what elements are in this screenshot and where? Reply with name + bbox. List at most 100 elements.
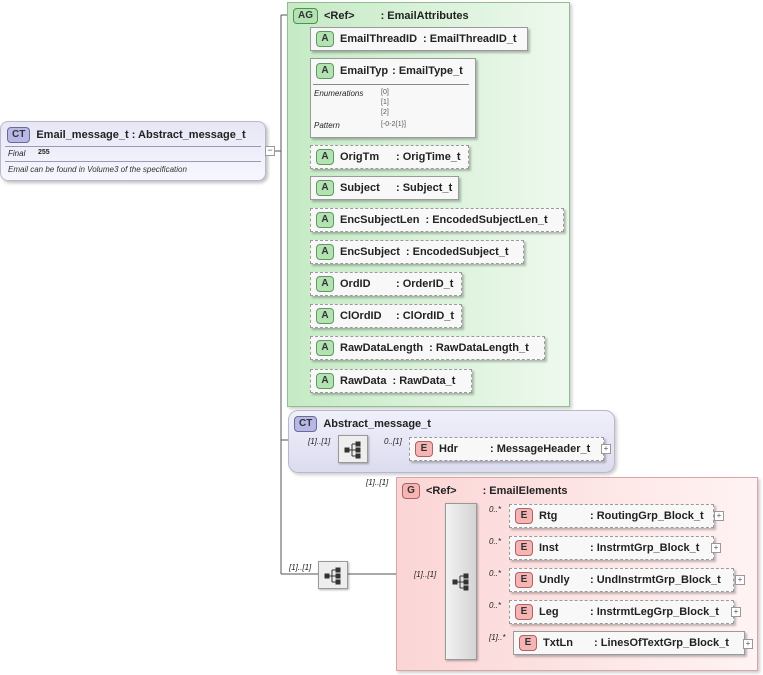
element-icon: E [515,604,533,620]
documentation-text: Email can be found in Volume3 of the spe… [8,165,187,174]
attribute-name: EmailThreadID [340,33,418,45]
complex-type-email-message[interactable]: CT Email_message_t : Abstract_message_t … [0,121,266,181]
cardinality-label: 0..* [489,569,502,578]
cardinality-label: 0..[1] [384,437,402,446]
attribute-name: ClOrdID [340,310,382,322]
element-name: Rtg [539,510,558,522]
attribute-group-header: AG <Ref> : EmailAttributes [293,8,469,24]
attribute-icon: A [316,212,334,228]
enum-value: [1] [381,99,389,106]
attribute-type: : EmailType_t [392,65,463,77]
attribute-type: : Subject_t [396,182,453,194]
attribute-icon: A [316,63,334,79]
element-type: : LinesOfTextGrp_Block_t [594,637,729,649]
attribute-group-icon: AG [293,8,318,24]
cardinality-label: [1]..[1] [414,570,437,579]
attribute-header: A EmailTyp : EmailType_t [316,63,463,79]
attribute-icon: A [316,244,334,260]
element-icon: E [515,572,533,588]
attribute-icon: A [316,149,334,165]
attribute-icon: A [316,31,334,47]
element-type: : InstrmtLegGrp_Block_t [590,606,719,618]
plus-expand-icon[interactable]: + [731,607,741,617]
element-type: : MessageHeader_t [490,443,591,455]
complex-type-icon: CT [294,416,318,432]
plus-expand-icon[interactable]: + [743,639,753,649]
enumerations-label: Enumerations [314,89,364,98]
attribute-cl-ord-id[interactable]: A ClOrdID : ClOrdID_t [310,304,462,328]
group-header: G <Ref> : EmailElements [402,483,568,499]
attribute-raw-data-length[interactable]: A RawDataLength : RawDataLength_t [310,336,545,360]
sequence-glyph [452,573,469,591]
element-icon: E [519,635,537,651]
plus-expand-icon[interactable]: + [711,543,721,553]
cardinality-label: 0..* [489,537,502,546]
attribute-orig-tm[interactable]: A OrigTm : OrigTime_t [310,145,469,169]
final-value: 255 [38,149,50,156]
attribute-name: Subject [340,182,380,194]
complex-type-title: Abstract_message_t [323,418,431,430]
cardinality-label: [1]..[1] [366,478,389,487]
attribute-icon: A [316,340,334,356]
attribute-enc-subject-len[interactable]: A EncSubjectLen : EncodedSubjectLen_t [310,208,564,232]
attribute-subject[interactable]: A Subject : Subject_t [310,176,459,200]
attribute-type: : OrderID_t [396,278,454,290]
sequence-compositor-icon[interactable] [445,503,477,660]
element-name: Undly [539,574,570,586]
attribute-name: EncSubject [340,246,400,258]
element-icon: E [515,508,533,524]
element-type: : UndInstrmtGrp_Block_t [590,574,721,586]
attribute-email-typ[interactable]: A EmailTyp : EmailType_t Enumerations [0… [310,58,476,138]
attribute-ord-id[interactable]: A OrdID : OrderID_t [310,272,462,296]
attribute-type: : OrigTime_t [396,151,461,163]
attribute-icon: A [316,276,334,292]
attribute-email-thread-id[interactable]: A EmailThreadID : EmailThreadID_t [310,27,528,51]
element-type: : InstrmtGrp_Block_t [590,542,700,554]
attribute-name: EmailTyp [340,65,389,77]
attribute-icon: A [316,373,334,389]
pattern-value: [-0-2{1}] [381,121,406,128]
minus-collapse-icon[interactable]: − [265,146,275,156]
attribute-name: OrdID [340,278,371,290]
pattern-label: Pattern [314,121,340,130]
element-type: : RoutingGrp_Block_t [590,510,704,522]
group-name: : EmailElements [482,485,568,497]
attribute-raw-data[interactable]: A RawData : RawData_t [310,369,472,393]
element-inst[interactable]: E Inst : InstrmtGrp_Block_t [509,536,714,560]
attribute-name: EncSubjectLen [340,214,420,226]
cardinality-label: 0..* [489,505,502,514]
cardinality-label: 0..* [489,601,502,610]
sequence-compositor-icon[interactable] [338,435,368,463]
divider [5,146,261,147]
group-icon: G [402,483,420,499]
attribute-type: : EncodedSubject_t [405,246,509,258]
attribute-type: : RawDataLength_t [429,342,529,354]
element-name: TxtLn [543,637,573,649]
element-txt-ln[interactable]: E TxtLn : LinesOfTextGrp_Block_t [513,631,745,655]
plus-expand-icon[interactable]: + [601,444,611,454]
element-hdr[interactable]: E Hdr : MessageHeader_t [409,437,604,461]
element-leg[interactable]: E Leg : InstrmtLegGrp_Block_t [509,600,734,624]
cardinality-label: [1]..[1] [308,437,331,446]
element-icon: E [415,441,433,457]
sequence-glyph [324,567,341,585]
element-name: Leg [539,606,559,618]
attribute-enc-subject[interactable]: A EncSubject : EncodedSubject_t [310,240,524,264]
plus-expand-icon[interactable]: + [714,511,724,521]
complex-type-title: Email_message_t : Abstract_message_t [36,129,246,141]
sequence-glyph [344,441,361,459]
element-undly[interactable]: E Undly : UndInstrmtGrp_Block_t [509,568,734,592]
final-label: Final [8,149,26,158]
attribute-name: OrigTm [340,151,380,163]
complex-type-header: CT Abstract_message_t [294,416,431,432]
attribute-name: RawDataLength [340,342,424,354]
divider [5,161,261,162]
attribute-type: : EncodedSubjectLen_t [425,214,548,226]
element-rtg[interactable]: E Rtg : RoutingGrp_Block_t [509,504,714,528]
attribute-type: : EmailThreadID_t [423,33,517,45]
plus-expand-icon[interactable]: + [735,575,745,585]
attribute-group-name: : EmailAttributes [380,10,469,22]
sequence-compositor-icon[interactable] [318,561,348,589]
attribute-icon: A [316,308,334,324]
attribute-type: : ClOrdID_t [396,310,455,322]
